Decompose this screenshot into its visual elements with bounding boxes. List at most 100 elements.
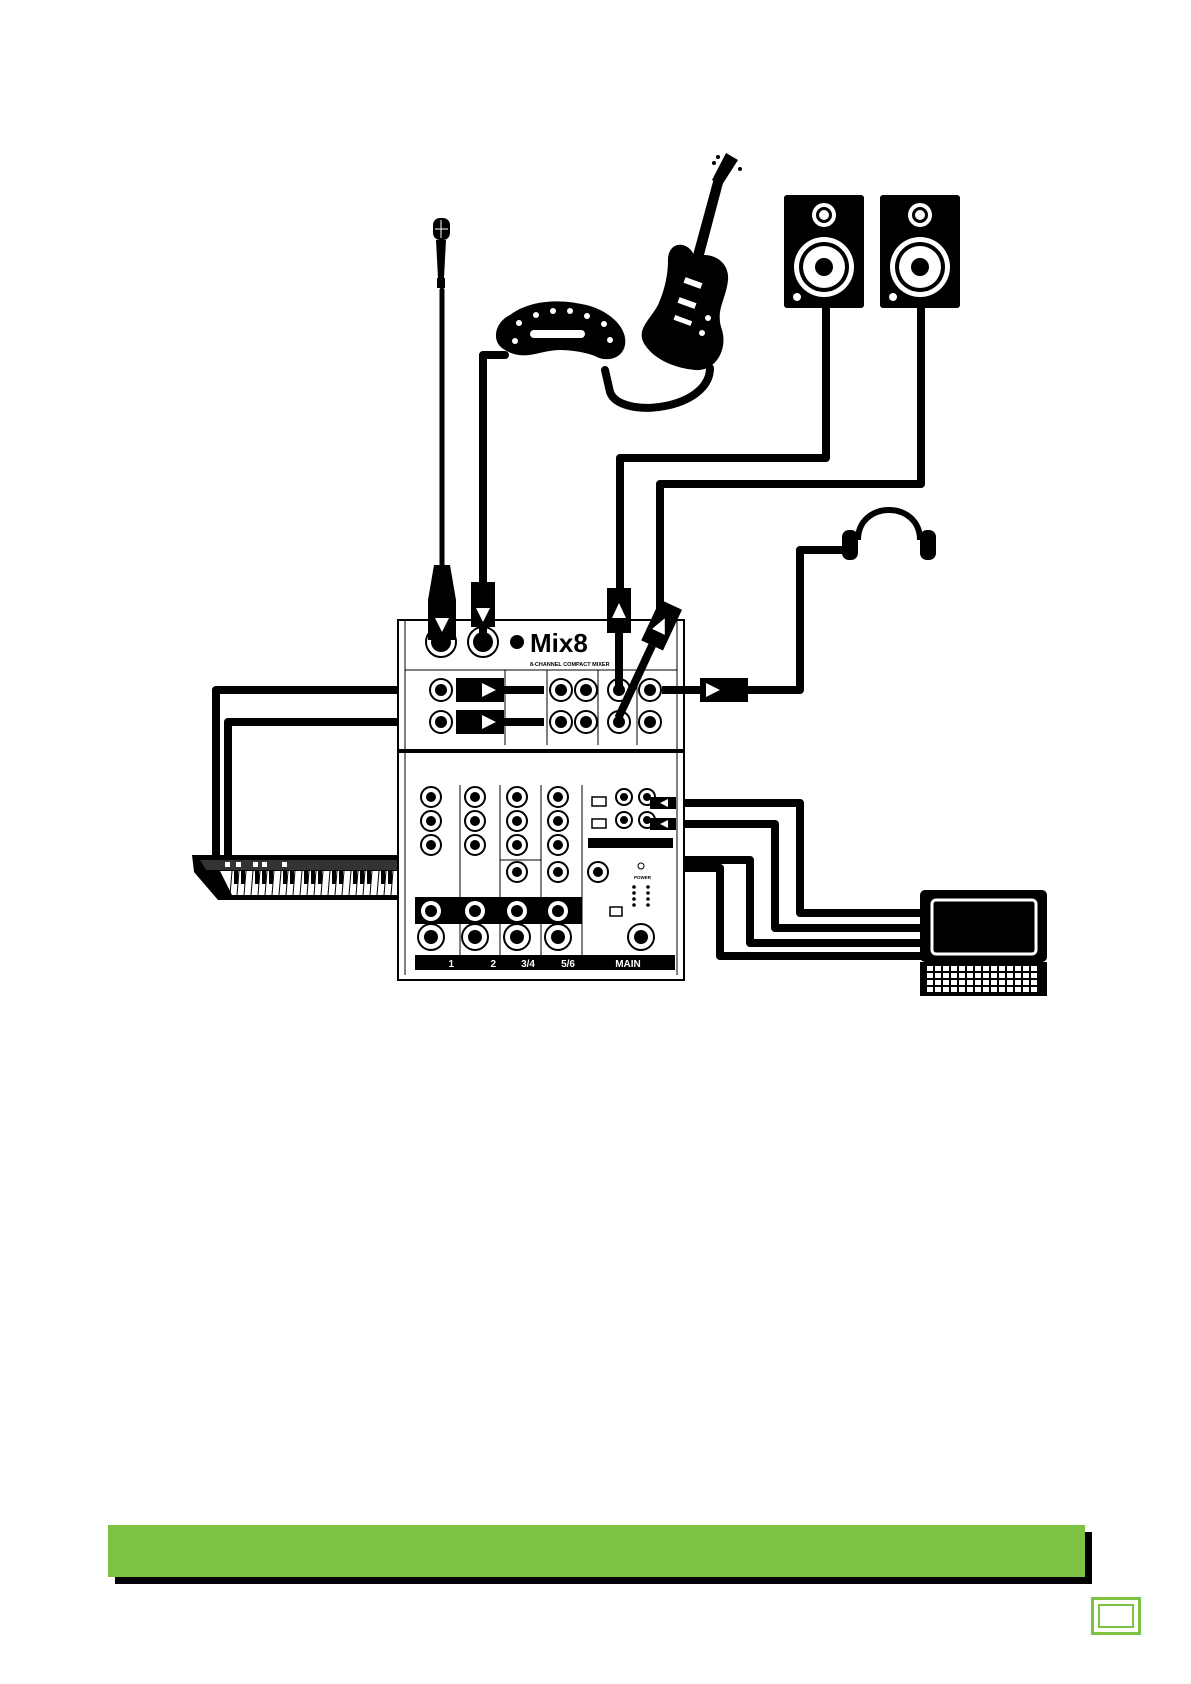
mixer-subtitle: 8-CHANNEL COMPACT MIXER bbox=[530, 662, 610, 668]
laptop-key bbox=[1015, 980, 1021, 985]
guitar-to-pedal-cable bbox=[605, 368, 710, 408]
knob-cap bbox=[512, 867, 522, 877]
laptop-key bbox=[1031, 973, 1037, 978]
keyboard-black-key bbox=[262, 871, 266, 884]
knob-cap bbox=[553, 792, 563, 802]
laptop-key bbox=[935, 987, 941, 992]
laptop-key bbox=[927, 980, 933, 985]
laptop-key bbox=[999, 966, 1005, 971]
laptop-key bbox=[967, 987, 973, 992]
keyboard-black-key bbox=[269, 871, 273, 884]
meter-led bbox=[632, 891, 636, 895]
channel-label-1: 1 bbox=[448, 959, 454, 970]
laptop-key bbox=[983, 966, 989, 971]
knob-cap bbox=[470, 792, 480, 802]
jack-plug-kbd-1 bbox=[456, 678, 504, 702]
footer-accent-bar bbox=[108, 1525, 1085, 1577]
laptop-key bbox=[983, 980, 989, 985]
laptop-key bbox=[999, 987, 1005, 992]
keyboard-black-key bbox=[241, 871, 245, 884]
knob-cap bbox=[512, 840, 522, 850]
laptop-key bbox=[935, 966, 941, 971]
laptop-key bbox=[943, 987, 949, 992]
keyboard-black-key bbox=[283, 871, 287, 884]
laptop-key bbox=[991, 987, 997, 992]
laptop-key bbox=[983, 973, 989, 978]
meter-led bbox=[646, 897, 650, 901]
laptop-key bbox=[991, 966, 997, 971]
laptop-key bbox=[1007, 987, 1013, 992]
meter-led bbox=[646, 903, 650, 907]
laptop-key bbox=[1023, 973, 1029, 978]
rear-jack-hole bbox=[580, 684, 592, 696]
laptop-key bbox=[951, 987, 957, 992]
laptop-key bbox=[927, 973, 933, 978]
knob-cap bbox=[426, 840, 436, 850]
laptop-key bbox=[1023, 987, 1029, 992]
keyboard-black-key bbox=[339, 871, 343, 884]
gain-knob-cap bbox=[425, 905, 437, 917]
channel-label-main: MAIN bbox=[615, 959, 641, 970]
knob-cap bbox=[426, 792, 436, 802]
keyboard-black-key bbox=[367, 871, 371, 884]
laptop-key bbox=[1007, 980, 1013, 985]
laptop-key bbox=[1023, 966, 1029, 971]
level-knob-cap bbox=[510, 930, 524, 944]
meter-led bbox=[632, 903, 636, 907]
pedal-to-mixer-cable bbox=[483, 355, 505, 590]
laptop-key bbox=[927, 987, 933, 992]
rear-jack-hole bbox=[435, 684, 447, 696]
laptop-key bbox=[1015, 987, 1021, 992]
level-knob-cap bbox=[634, 930, 648, 944]
laptop-key bbox=[927, 966, 933, 971]
laptop-key bbox=[943, 980, 949, 985]
keyboard-black-key bbox=[290, 871, 294, 884]
laptop-icon bbox=[920, 890, 1047, 996]
laptop-key bbox=[1031, 966, 1037, 971]
keyboard-black-key bbox=[311, 871, 315, 884]
laptop-key bbox=[959, 966, 965, 971]
effects-pedal-icon bbox=[496, 301, 625, 359]
channel-label-2: 2 bbox=[490, 959, 496, 970]
meter-led bbox=[646, 891, 650, 895]
level-knob-cap bbox=[468, 930, 482, 944]
laptop-key bbox=[943, 973, 949, 978]
headphones-icon bbox=[842, 510, 936, 560]
mixer-logo: Mix8 bbox=[530, 628, 588, 658]
laptop-key bbox=[959, 987, 965, 992]
keyboard-black-key bbox=[360, 871, 364, 884]
laptop-key bbox=[1007, 966, 1013, 971]
keyboard-black-key bbox=[304, 871, 308, 884]
laptop-key bbox=[951, 973, 957, 978]
keyboard-black-key bbox=[318, 871, 322, 884]
laptop-key bbox=[967, 966, 973, 971]
laptop-key bbox=[959, 973, 965, 978]
laptop-key bbox=[1007, 973, 1013, 978]
keyboard-black-key bbox=[353, 871, 357, 884]
laptop-key bbox=[1015, 966, 1021, 971]
laptop-key bbox=[999, 980, 1005, 985]
rear-jack-hole bbox=[580, 716, 592, 728]
meter-led bbox=[632, 897, 636, 901]
laptop-key bbox=[983, 987, 989, 992]
keyboard-black-key bbox=[234, 871, 238, 884]
keyboard-black-key bbox=[381, 871, 385, 884]
laptop-key bbox=[999, 973, 1005, 978]
keyboard-black-key bbox=[332, 871, 336, 884]
gain-knob-cap bbox=[511, 905, 523, 917]
microphone-icon bbox=[433, 218, 450, 288]
level-knob-cap bbox=[424, 930, 438, 944]
rear-jack-hole bbox=[555, 716, 567, 728]
studio-monitor-icon-left bbox=[784, 195, 864, 308]
channel-label-5-6: 5/6 bbox=[561, 959, 575, 970]
studio-monitor-icon-right bbox=[880, 195, 960, 308]
laptop-key bbox=[967, 980, 973, 985]
knob-cap bbox=[512, 792, 522, 802]
rear-jack-hole bbox=[555, 684, 567, 696]
knob-cap bbox=[553, 867, 563, 877]
channel-label-3-4: 3/4 bbox=[521, 959, 535, 970]
knob-cap bbox=[470, 840, 480, 850]
laptop-key bbox=[1015, 973, 1021, 978]
power-label: POWER bbox=[634, 875, 652, 880]
laptop-key bbox=[943, 966, 949, 971]
